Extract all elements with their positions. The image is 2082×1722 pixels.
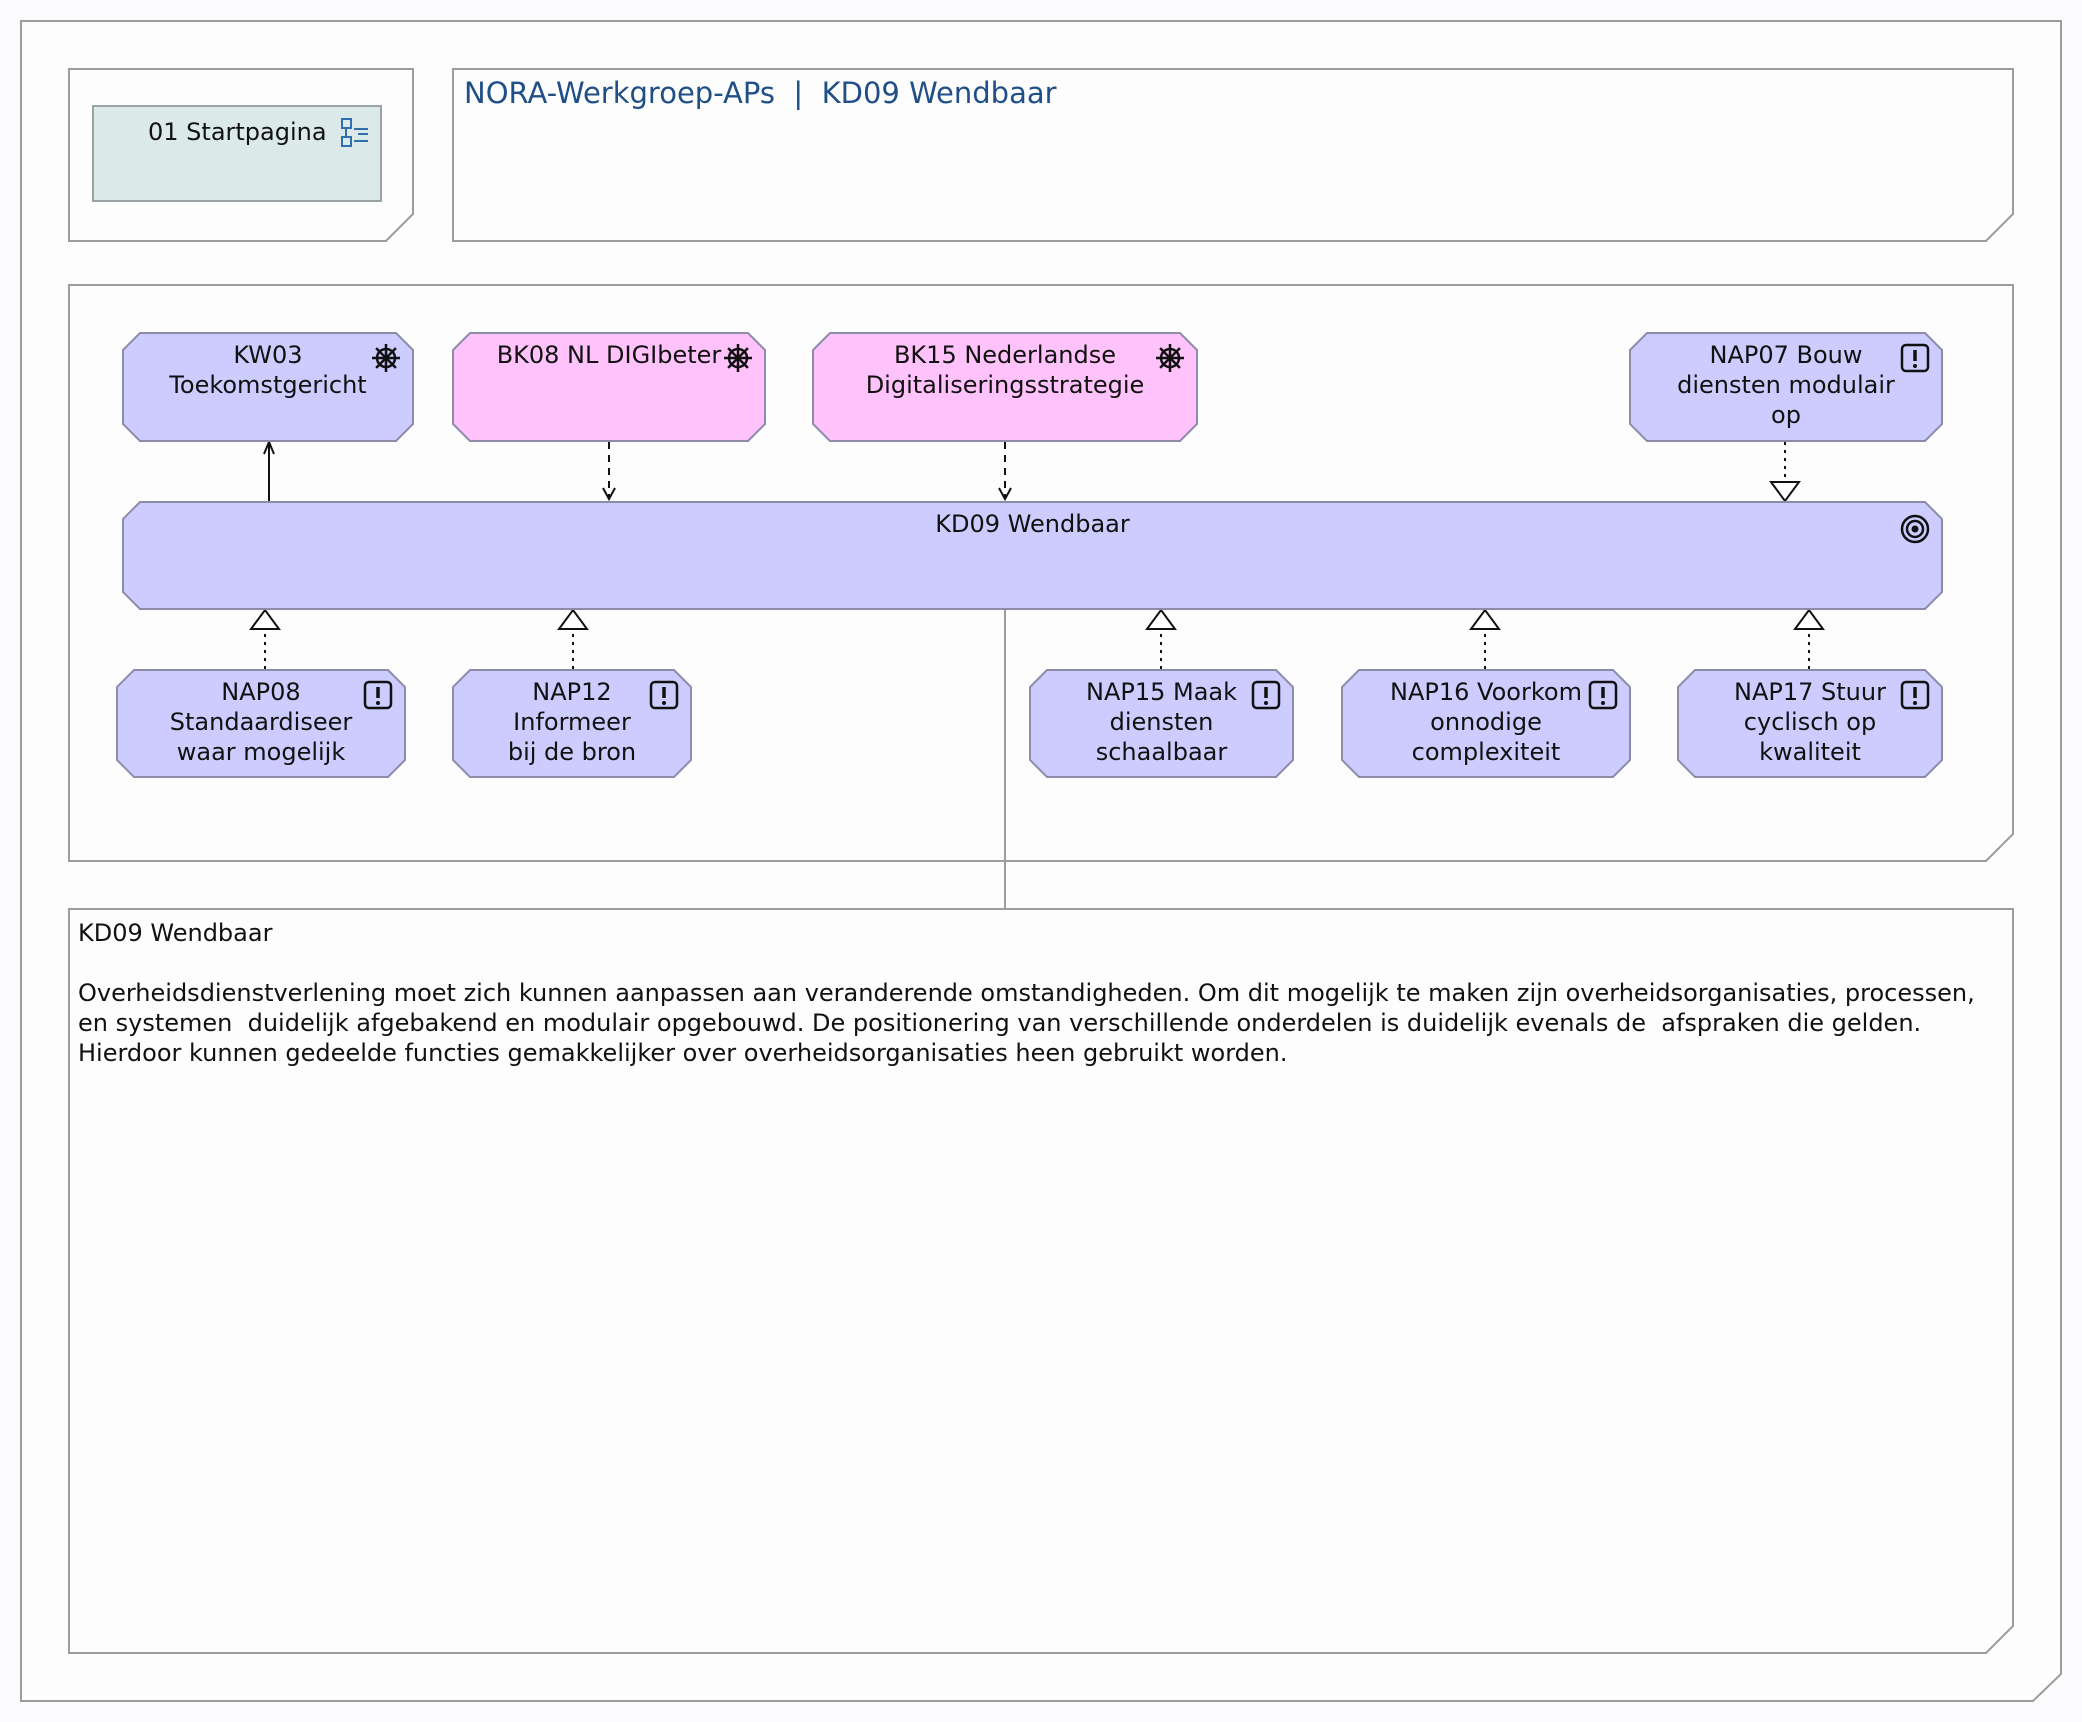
- node-nap15-label: NAP15 Maak diensten schaalbaar: [1085, 678, 1238, 766]
- node-bk08-label: BK08 NL DIGIbeter: [496, 341, 722, 369]
- node-shape: [1677, 669, 1943, 778]
- node-shape: [1629, 332, 1943, 442]
- principle-icon: [362, 679, 394, 711]
- diagram-reference-icon: [340, 117, 372, 151]
- node-shape: [122, 332, 414, 442]
- node-nap07-bouw-diensten-modulair-op[interactable]: NAP07 Bouw diensten modulair op: [1629, 332, 1943, 442]
- node-kd09-wendbaar[interactable]: KD09 Wendbaar: [122, 501, 1943, 610]
- node-nap15-maak-diensten-schaalbaar[interactable]: NAP15 Maak diensten schaalbaar: [1029, 669, 1294, 778]
- helm-icon: [370, 342, 402, 374]
- node-bk15-nederlandse-digitaliseringsstrategie[interactable]: BK15 Nederlandse Digitaliseringsstrategi…: [812, 332, 1198, 442]
- node-nap08-label: NAP08 Standaardiseer waar mogelijk: [169, 678, 353, 766]
- principle-icon: [648, 679, 680, 711]
- node-shape: [812, 332, 1198, 442]
- helm-icon: [722, 342, 754, 374]
- node-shape: [452, 669, 692, 778]
- node-nap17-stuur-cyclisch-op-kwaliteit[interactable]: NAP17 Stuur cyclisch op kwaliteit: [1677, 669, 1943, 778]
- node-shape: [122, 501, 1943, 610]
- node-nap16-label: NAP16 Voorkom onnodige complexiteit: [1390, 678, 1582, 766]
- node-kd09-label: KD09 Wendbaar: [935, 510, 1130, 538]
- description-frame: KD09 Wendbaar Overheidsdienstverlening m…: [68, 908, 2014, 1654]
- node-shape: [1029, 669, 1294, 778]
- start-page-link-label: 01 Startpagina: [148, 118, 327, 146]
- node-nap16-voorkom-onnodige-complexiteit[interactable]: NAP16 Voorkom onnodige complexiteit: [1341, 669, 1631, 778]
- node-nap07-label: NAP07 Bouw diensten modulair op: [1677, 341, 1895, 429]
- node-shape: [452, 332, 766, 442]
- node-nap12-label: NAP12 Informeer bij de bron: [507, 678, 637, 766]
- node-nap08-standaardiseer-waar-mogelijk[interactable]: NAP08 Standaardiseer waar mogelijk: [116, 669, 406, 778]
- title-frame: NORA-Werkgroep-APs | KD09 Wendbaar: [452, 68, 2014, 242]
- node-kw03-toekomstgericht[interactable]: KW03 Toekomstgericht: [122, 332, 414, 442]
- page-title: NORA-Werkgroep-APs | KD09 Wendbaar: [464, 76, 1057, 110]
- node-shape: [116, 669, 406, 778]
- principle-icon: [1587, 679, 1619, 711]
- start-page-link[interactable]: 01 Startpagina: [92, 105, 382, 202]
- node-nap17-label: NAP17 Stuur cyclisch op kwaliteit: [1734, 678, 1886, 766]
- principle-icon: [1899, 342, 1931, 374]
- node-kw03-label: KW03 Toekomstgericht: [169, 341, 367, 399]
- description-title: KD09 Wendbaar: [78, 919, 273, 947]
- principle-icon: [1250, 679, 1282, 711]
- description-body: Overheidsdienstverlening moet zich kunne…: [78, 979, 1983, 1067]
- principle-icon: [1899, 679, 1931, 711]
- node-bk15-label: BK15 Nederlandse Digitaliseringsstrategi…: [865, 341, 1145, 399]
- goal-icon: [1899, 513, 1931, 545]
- node-shape: [1341, 669, 1631, 778]
- node-bk08-nl-digibeter[interactable]: BK08 NL DIGIbeter: [452, 332, 766, 442]
- helm-icon: [1154, 342, 1186, 374]
- node-nap12-informeer-bij-de-bron[interactable]: NAP12 Informeer bij de bron: [452, 669, 692, 778]
